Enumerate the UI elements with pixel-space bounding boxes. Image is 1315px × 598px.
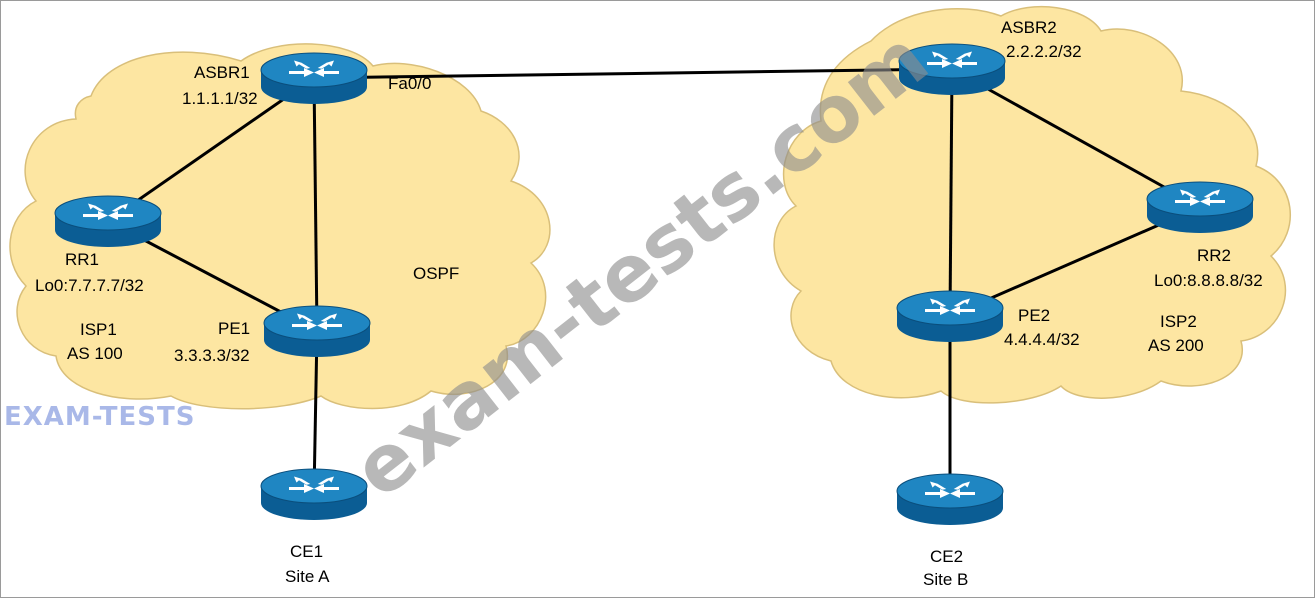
asbr2-name: ASBR2 <box>1001 18 1057 37</box>
isp1-as: AS 100 <box>67 344 123 363</box>
rr1-address: Lo0:7.7.7.7/32 <box>35 276 144 295</box>
pe1-name: PE1 <box>218 319 250 338</box>
link-asbr1-rr1 <box>107 76 315 223</box>
isp1-name: ISP1 <box>80 320 117 339</box>
ce2-site: Site B <box>923 570 968 589</box>
router-asbr2-icon <box>898 43 1006 95</box>
protocol-label: OSPF <box>413 264 459 283</box>
ce1-site: Site A <box>285 567 330 586</box>
pe2-name: PE2 <box>1018 306 1050 325</box>
rr2-name: RR2 <box>1197 246 1231 265</box>
link-asbr2-rr2 <box>951 67 1201 209</box>
isp2-name: ISP2 <box>1160 312 1197 331</box>
router-ce2-icon <box>896 473 1004 525</box>
watermark-logo: EXAM-TESTS <box>4 402 195 432</box>
pe1-address: 3.3.3.3/32 <box>174 346 250 365</box>
ce1-name: CE1 <box>290 542 323 561</box>
pe2-address: 4.4.4.4/32 <box>1004 330 1080 349</box>
rr2-address: Lo0:8.8.8.8/32 <box>1154 271 1263 290</box>
ce2-name: CE2 <box>930 547 963 566</box>
router-ce1-icon <box>260 468 368 520</box>
asbr2-address: 2.2.2.2/32 <box>1006 42 1082 61</box>
interface-label: Fa0/0 <box>388 74 431 93</box>
router-rr1-icon <box>54 195 162 247</box>
asbr1-address: 1.1.1.1/32 <box>182 89 258 108</box>
link-pe1-ce1 <box>312 330 319 495</box>
routers <box>54 43 1254 525</box>
isp2-as: AS 200 <box>1148 336 1204 355</box>
router-rr2-icon <box>1146 181 1254 233</box>
router-pe2-icon <box>896 290 1004 342</box>
link-asbr2-pe2 <box>948 68 954 317</box>
asbr1-name: ASBR1 <box>194 63 250 82</box>
link-asbr1-pe1 <box>312 77 319 332</box>
isp1-cloud <box>9 43 551 410</box>
link-asbr1-asbr2 <box>313 67 953 80</box>
router-asbr1-icon <box>260 52 368 104</box>
router-pe1-icon <box>263 305 371 357</box>
rr1-name: RR1 <box>65 250 99 269</box>
